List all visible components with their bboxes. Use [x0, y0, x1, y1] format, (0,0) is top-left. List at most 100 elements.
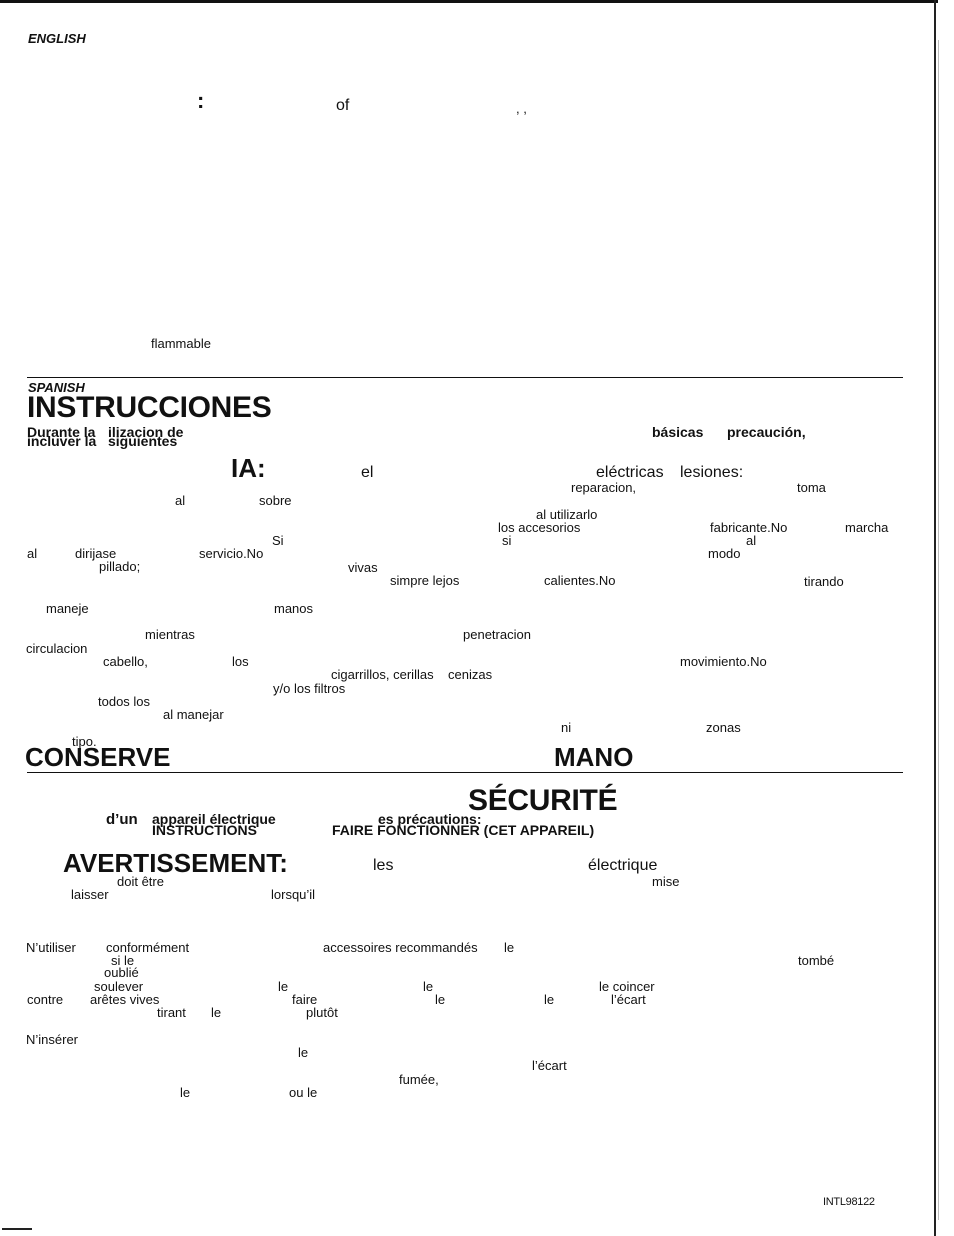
spanish-sobre: sobre: [259, 493, 292, 508]
spanish-dirijase: dirijase: [75, 546, 117, 561]
spanish-si-1: Si: [272, 533, 284, 548]
spanish-tipo: tipo.: [72, 734, 97, 749]
french-faire: faire: [292, 992, 318, 1007]
spanish-top-rule: [27, 377, 903, 378]
spanish-maneje: maneje: [46, 601, 89, 616]
spanish-lesiones: lesiones:: [680, 464, 744, 481]
page-right-border: [934, 0, 936, 1236]
french-lorsquil: lorsqu’il: [271, 887, 316, 902]
french-lecart-1: l’écart: [611, 992, 646, 1007]
spanish-simpre-lejos: simpre lejos: [390, 573, 460, 588]
spanish-los-accesorios: los accesorios: [498, 520, 581, 535]
french-faire-fonctionner: FAIRE FONCTIONNER (CET APPAREIL): [332, 822, 595, 838]
spanish-calientes: calientes.No: [544, 573, 616, 588]
document-code: INTL98122: [823, 1196, 875, 1208]
spanish-el: el: [361, 464, 374, 481]
spanish-marcha: marcha: [845, 520, 889, 535]
english-heading: ENGLISH: [28, 31, 86, 46]
french-le-8: le: [180, 1085, 191, 1100]
french-appareil: appareil électrique: [152, 811, 276, 827]
spanish-title: INSTRUCCIONES: [27, 391, 272, 424]
french-ou-le: ou le: [289, 1085, 318, 1100]
french-aretes-vives: arêtes vives: [90, 992, 160, 1007]
spanish-fabricante: fabricante.No: [710, 520, 788, 535]
french-le-5: le: [544, 992, 555, 1007]
spanish-cabello: cabello,: [103, 654, 148, 669]
spanish-vivas: vivas: [348, 560, 378, 575]
french-le-6: le: [211, 1005, 222, 1020]
english-flammable-fragment: flammable: [151, 336, 211, 351]
french-sile: si le: [111, 953, 135, 968]
french-fumee: fumée,: [399, 1072, 439, 1087]
spanish-intro-2b: siguientes: [108, 433, 178, 449]
page-top-border: [0, 0, 938, 3]
spanish-movimiento: movimiento.No: [680, 654, 767, 669]
spanish-cigarrillos: cigarrillos, cerillas: [331, 667, 434, 682]
english-commas-fragment: , ,: [516, 101, 527, 116]
spanish-pillado: pillado;: [99, 559, 141, 574]
spanish-bottom-rule: [27, 772, 903, 773]
spanish-cenizas: cenizas: [448, 667, 493, 682]
french-warning: AVERTISSEMENT:: [63, 848, 288, 878]
spanish-los: los: [232, 654, 249, 669]
french-les-1: les: [373, 857, 394, 874]
spanish-intro-2a: incluver la: [27, 433, 97, 449]
scan-mark: [2, 1228, 32, 1230]
french-le-1: le: [504, 940, 515, 955]
spanish-modo: modo: [708, 546, 741, 561]
french-dun: d’un: [106, 811, 138, 828]
french-plutot: plutôt: [306, 1005, 338, 1020]
french-accessoires: accessoires recommandés: [323, 940, 478, 955]
french-laisser: laisser: [71, 887, 109, 902]
french-lecart-2: l’écart: [532, 1058, 567, 1073]
spanish-reparacion: reparacion,: [571, 480, 637, 495]
spanish-intro-1a: Durante la: [27, 424, 96, 440]
spanish-tirando: tirando: [804, 574, 844, 589]
french-mise: mise: [652, 874, 680, 889]
spanish-al-1: al: [175, 493, 186, 508]
french-nutiliser: N’utiliser: [26, 940, 76, 955]
spanish-servicio: servicio.No: [199, 546, 264, 561]
spanish-al-2: al: [746, 533, 757, 548]
english-colon-fragment: :: [197, 88, 205, 113]
french-electrique: électrique: [588, 857, 658, 874]
french-contre: contre: [27, 992, 64, 1007]
french-conformement: conformément: [106, 940, 190, 955]
french-soulever: soulever: [94, 979, 144, 994]
page-edge-shadow: [938, 40, 939, 1220]
spanish-al-utilizarlo: al utilizarlo: [536, 507, 598, 522]
spanish-mientras: mientras: [145, 627, 195, 642]
french-le-2: le: [278, 979, 289, 994]
french-le-4: le: [435, 992, 446, 1007]
french-title: SÉCURITÉ: [468, 784, 618, 817]
spanish-mano: MANO: [554, 742, 634, 772]
spanish-todos-los: todos los: [98, 694, 151, 709]
spanish-manos: manos: [274, 601, 314, 616]
spanish-heading: SPANISH: [28, 380, 85, 395]
french-instructions: INSTRUCTIONS: [152, 822, 257, 838]
spanish-penetracion: penetracion: [463, 627, 531, 642]
french-le-coincer: le coincer: [599, 979, 655, 994]
french-ninserer: N’insérer: [26, 1032, 79, 1047]
spanish-toma: toma: [797, 480, 826, 495]
french-le-7: le: [298, 1045, 309, 1060]
spanish-al-3: al: [27, 546, 38, 561]
spanish-precaucion: precaución,: [727, 424, 806, 440]
french-doit-etre: doit être: [117, 874, 164, 889]
spanish-electricas: eléctricas: [596, 464, 664, 481]
spanish-intro-1b: ilizacion de: [108, 424, 184, 440]
french-oublie: oublié: [104, 965, 139, 980]
french-precautions: es précautions:: [378, 811, 482, 827]
spanish-ni: ni: [561, 720, 572, 735]
english-of-fragment: of: [336, 97, 350, 114]
spanish-basicas: básicas: [652, 424, 704, 440]
spanish-circulacion: circulacion: [26, 641, 88, 656]
french-le-3: le: [423, 979, 434, 994]
spanish-zonas: zonas: [706, 720, 741, 735]
spanish-conserve: CONSERVE: [25, 742, 171, 772]
spanish-warning: IA:: [231, 453, 266, 483]
spanish-si-2: si: [502, 533, 512, 548]
french-tombe: tombé: [798, 953, 835, 968]
spanish-al-manejar: al manejar: [163, 707, 224, 722]
spanish-filtros: y/o los filtros: [273, 681, 346, 696]
